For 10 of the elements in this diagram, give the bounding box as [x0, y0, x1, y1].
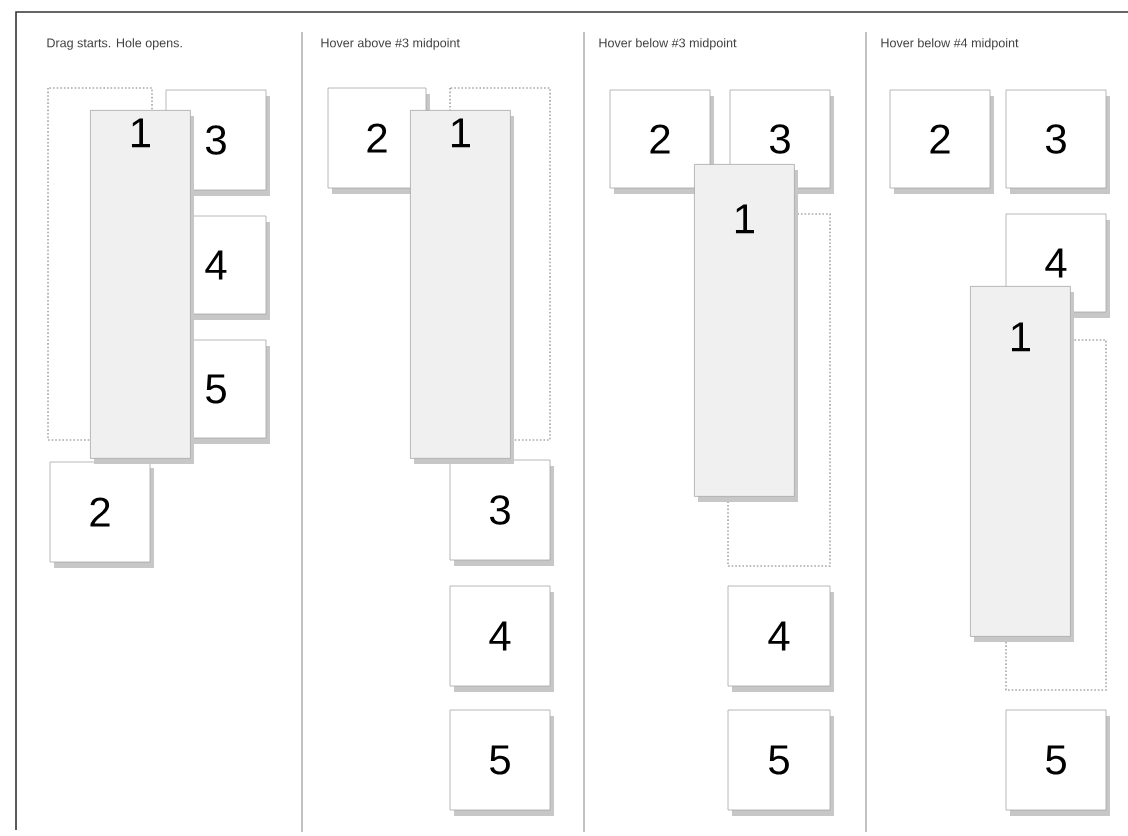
list-tile: 2	[609, 89, 714, 194]
list-tile: 2	[49, 461, 154, 568]
list-tile: 3	[449, 459, 554, 566]
list-tile: 5	[1005, 709, 1110, 816]
list-tile: 2	[889, 89, 994, 194]
list-tile: 4	[727, 585, 834, 692]
list-tile: 5	[727, 709, 834, 816]
list-tile: 5	[449, 709, 554, 816]
list-tile: 4	[449, 585, 554, 692]
list-tile: 3	[1005, 89, 1110, 194]
